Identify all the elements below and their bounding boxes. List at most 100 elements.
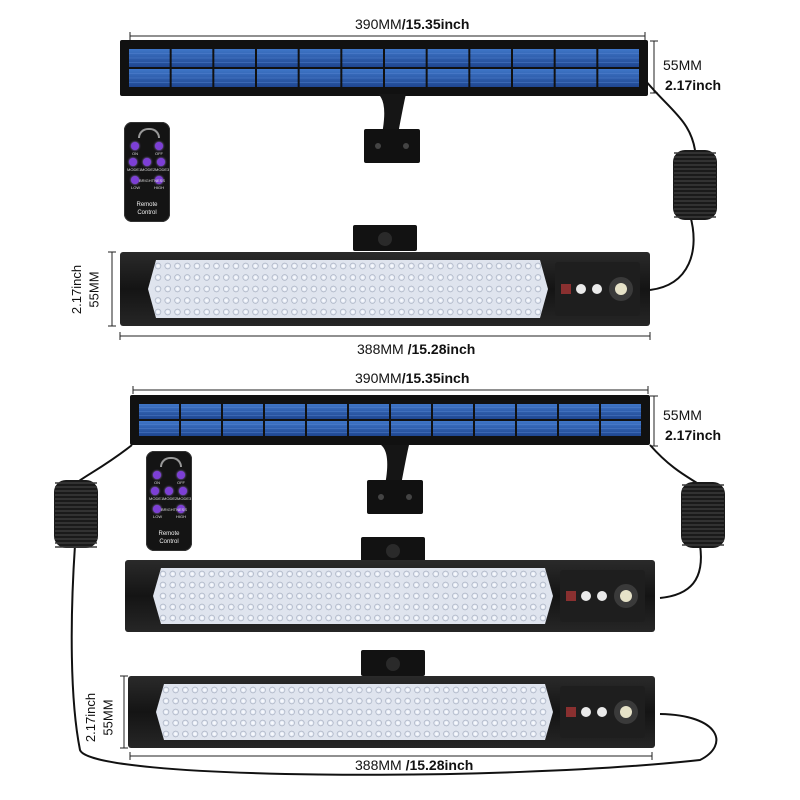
led-chip [218,581,225,589]
led-chip [461,614,469,622]
led-chip [203,308,210,316]
led-chip [359,308,366,316]
led-chip [172,719,179,727]
led-chip [203,262,210,270]
led-chip [491,614,498,622]
led-chip [305,570,313,578]
led-chip [211,730,218,738]
led-chip [189,581,196,589]
led-chip [223,308,230,316]
led-chip [252,262,259,270]
led-chip [481,697,489,705]
led-chip [169,570,176,578]
led-chip [240,730,247,738]
led-chip [452,697,460,705]
led-chip [495,285,503,293]
led-chip [393,570,401,578]
led-chip [191,686,199,694]
led-chip [510,708,518,716]
led-chip [398,262,405,270]
led-chip [423,697,431,705]
led-chip [515,274,522,281]
led-chip [452,708,460,716]
led-chip [213,274,220,281]
led-chip [452,614,459,622]
led-chip [442,581,449,589]
bracket-knob [386,544,400,558]
led-chip [240,697,247,705]
led-chip [442,614,449,622]
led-chip [462,697,469,705]
led-chip [191,719,199,727]
led-chip [330,308,337,316]
led-chip [369,297,376,304]
led-chip [471,592,478,600]
led-chip [417,297,425,304]
led-chip [346,719,353,727]
led-chip [491,697,498,705]
led-chip [201,686,208,694]
led-chip [476,262,483,270]
led-chip [174,285,181,293]
led-chip [298,730,305,738]
led-chip [336,686,344,694]
led-chip [408,308,415,316]
bracket-arm [378,94,406,134]
led-chip [388,285,396,293]
led-chip [300,274,308,281]
led-chip [259,708,266,716]
led-chip [252,297,259,304]
led-chip [388,308,396,316]
low-button [131,176,139,184]
led-chip [403,614,410,622]
led-chip [307,730,315,738]
led-chip [456,274,464,281]
lamp-bar-top [120,252,650,326]
led-chip [515,308,522,316]
led-chip [385,697,392,705]
led-chip [539,603,547,611]
led-chip [356,686,363,694]
led-chip [491,570,498,578]
led-chip [403,581,410,589]
led-chip [339,285,347,293]
led-chip [461,592,469,600]
led-chip [296,603,303,611]
led-chip [413,570,420,578]
led-chip [404,719,411,727]
led-chip [510,614,517,622]
light-sensor-icon [576,284,586,294]
led-chip [189,592,196,600]
led-chip [320,274,327,281]
led-chip [354,570,362,578]
led-chip [315,614,323,622]
led-chip [191,730,199,738]
led-chip [530,730,537,738]
top-panel-width-dimension: 390MM/15.35inch [355,16,470,32]
led-chip [520,581,527,589]
led-chip [223,297,230,304]
led-chip [520,603,527,611]
led-chip [452,719,460,727]
led-chip [520,697,527,705]
led-chip [223,285,230,293]
led-chip [471,603,478,611]
led-chip [237,570,245,578]
led-chip [491,730,498,738]
led-chip [378,285,386,293]
led-chip [491,581,498,589]
led-chip [437,274,444,281]
led-chip [230,697,237,705]
pir-lens-icon [615,283,627,295]
led-chip [242,297,249,304]
led-chip [447,297,454,304]
led-chip [359,262,366,270]
led-chip [530,697,537,705]
led-chip [466,308,473,316]
led-chip [510,570,517,578]
led-chip [378,308,386,316]
led-chip [501,697,508,705]
led-chip [422,614,430,622]
